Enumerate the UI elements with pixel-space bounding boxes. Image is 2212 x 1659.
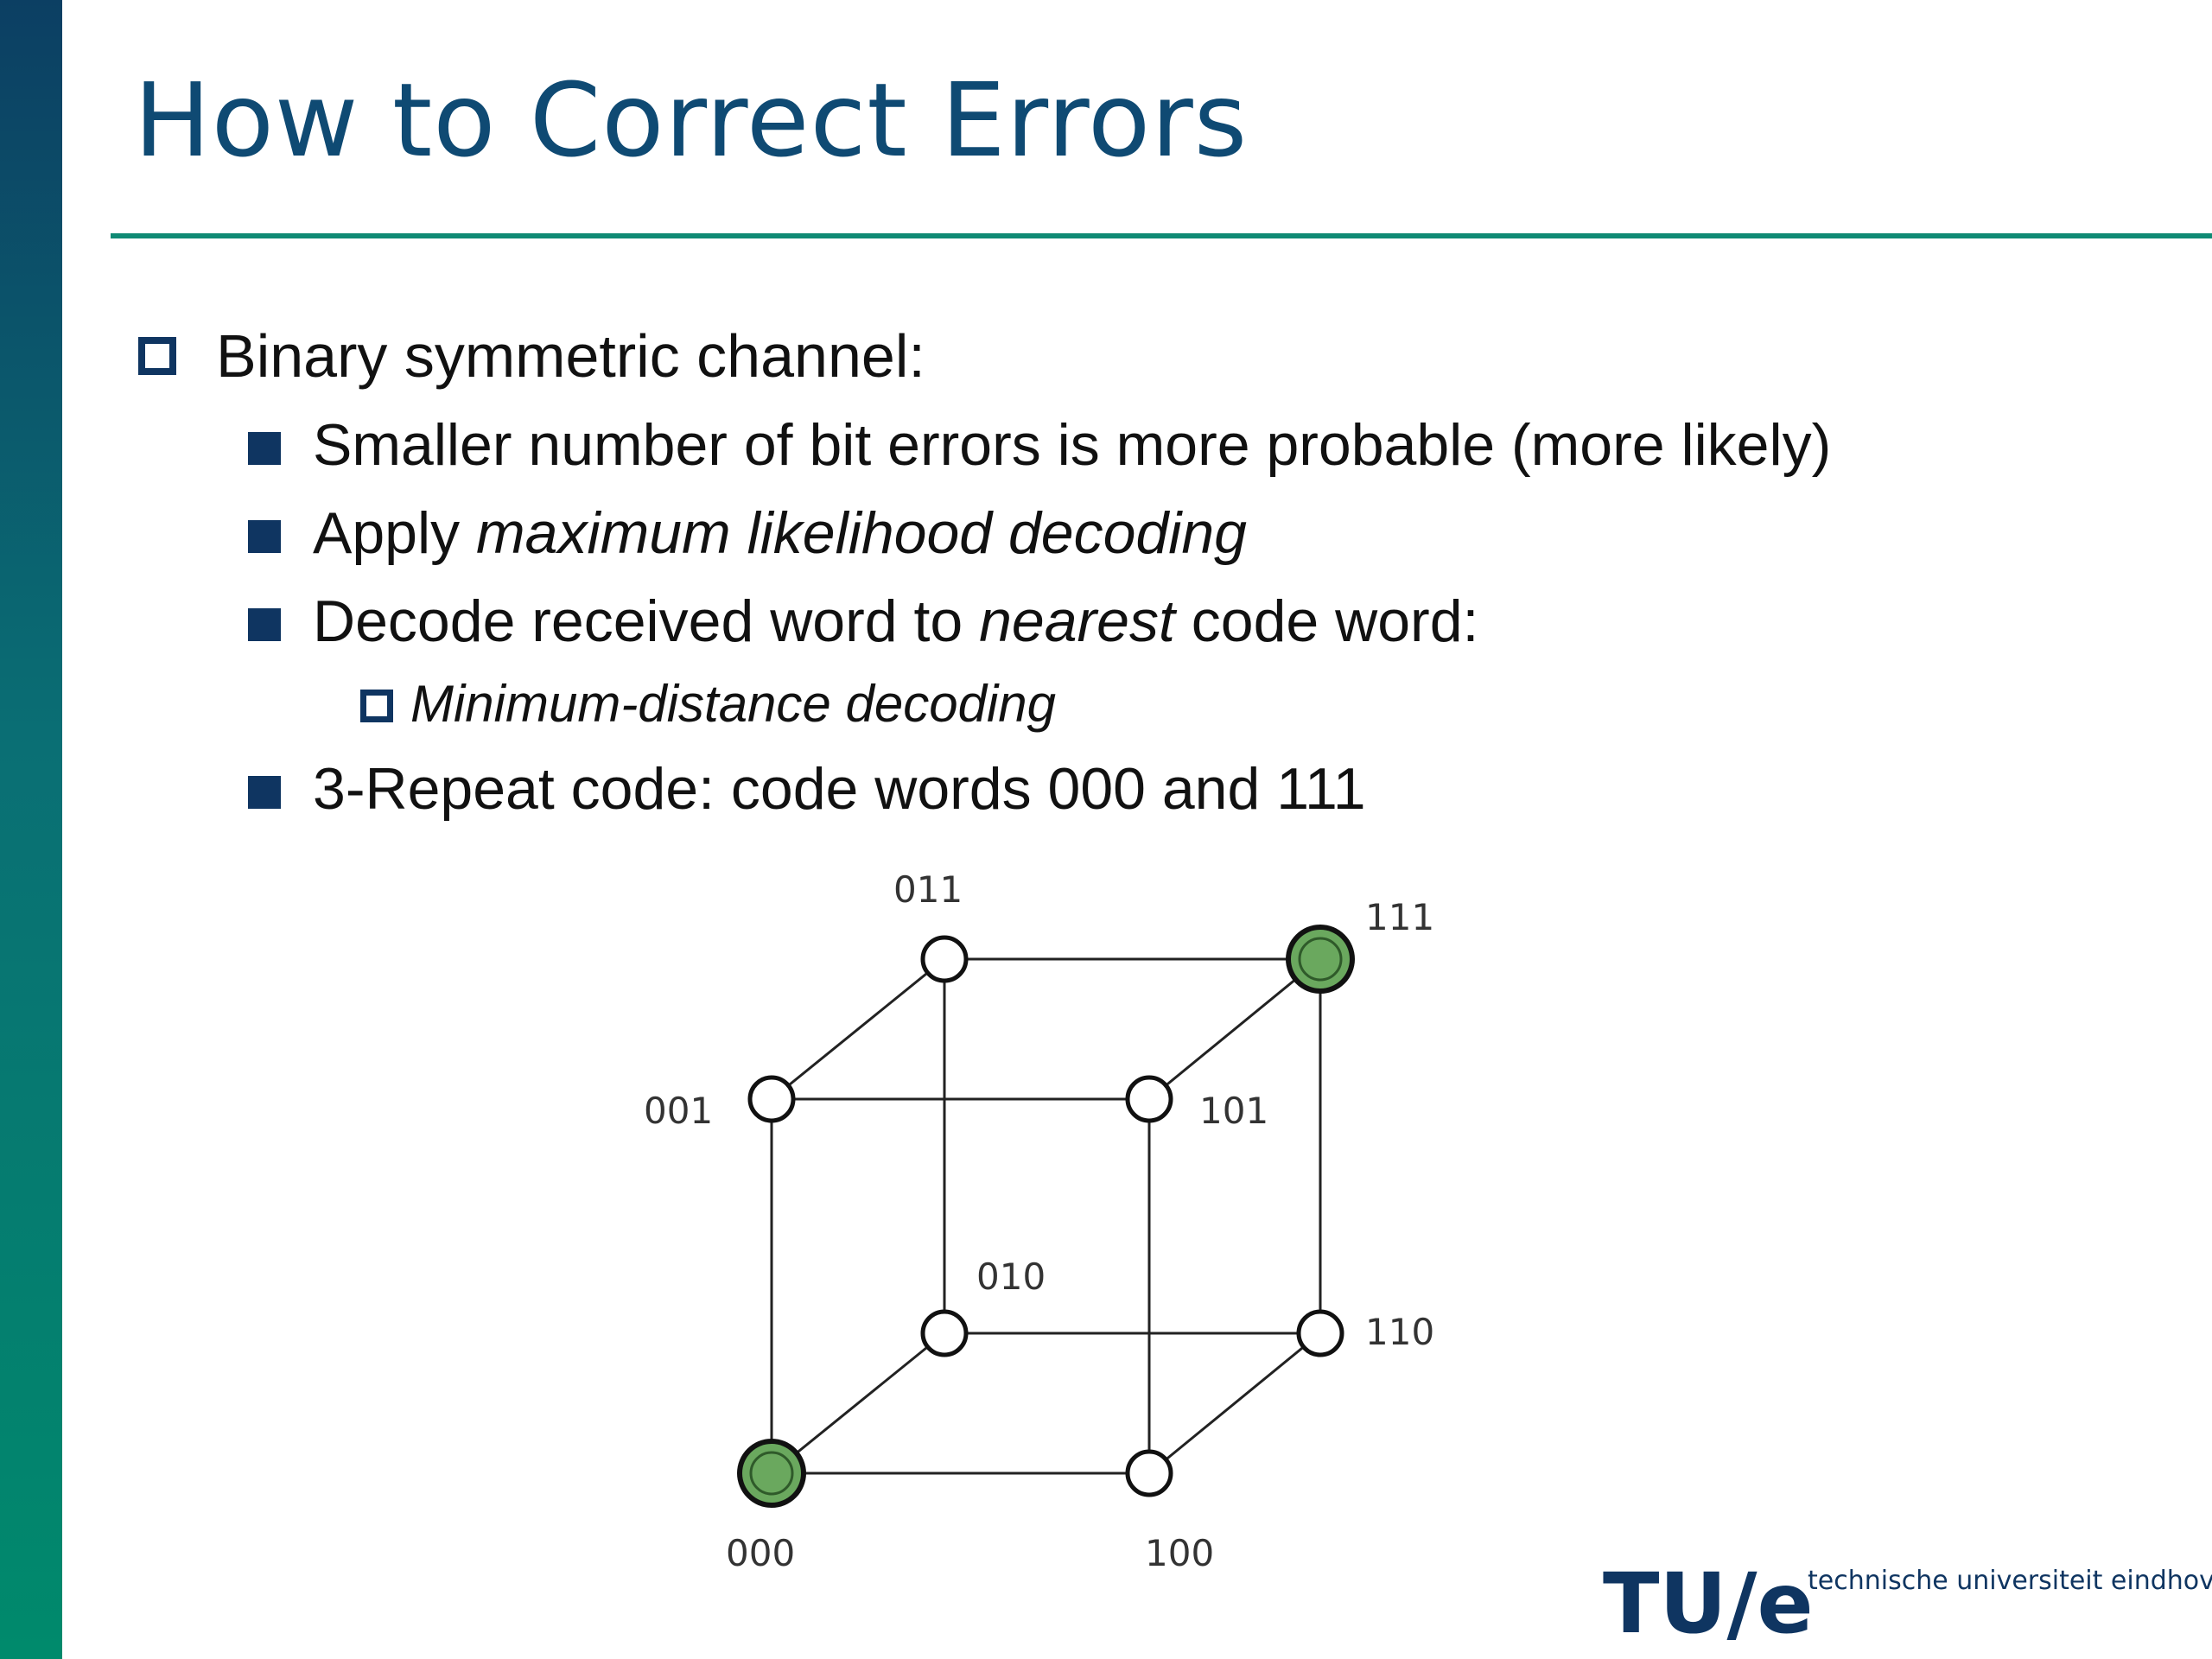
bullet-smaller-number-of-errors: Smaller number of bit errors is more pro…	[313, 412, 1832, 478]
codeword-node-111	[1286, 925, 1355, 994]
label-010: 010	[976, 1255, 1046, 1298]
edge-100-110	[1148, 1332, 1321, 1475]
node-001	[747, 1075, 796, 1123]
label-100: 100	[1145, 1532, 1214, 1574]
label-000: 000	[726, 1532, 795, 1574]
label-101: 101	[1199, 1090, 1268, 1132]
node-110	[1296, 1309, 1344, 1357]
emphasis-text: nearest	[979, 588, 1175, 654]
filled-square-bullet-icon	[248, 608, 281, 641]
bullet-text: Apply	[313, 500, 476, 566]
codeword-node-000	[737, 1439, 806, 1508]
edge-000-010	[771, 1332, 945, 1475]
node-101	[1125, 1075, 1173, 1123]
edge-101-111	[1148, 957, 1321, 1101]
hollow-square-bullet-icon	[138, 337, 176, 375]
cube-edges	[770, 957, 1322, 1475]
bullet-3-repeat-code: 3-Repeat code: code words 000 and 111	[313, 756, 1366, 822]
sidebar-band	[0, 0, 62, 1659]
bullet-text: code word:	[1174, 588, 1479, 654]
hollow-square-bullet-icon	[360, 690, 393, 722]
node-011	[920, 935, 969, 983]
bullet-decode-nearest: Decode received word to nearest code wor…	[313, 588, 1478, 655]
institution-name: technische universiteit eindhoven	[1808, 1566, 2212, 1596]
filled-square-bullet-icon	[248, 520, 281, 553]
slide-title: How to Correct Errors	[134, 60, 1249, 180]
filled-square-bullet-icon	[248, 776, 281, 809]
node-010	[920, 1309, 969, 1357]
bullet-apply-ml-decoding: Apply maximum likelihood decoding	[313, 499, 1247, 567]
label-001: 001	[644, 1090, 713, 1132]
filled-square-bullet-icon	[248, 432, 281, 465]
title-divider	[111, 233, 2212, 238]
label-111: 111	[1365, 896, 1434, 938]
emphasis-text: maximum likelihood decoding	[476, 500, 1248, 566]
bullet-minimum-distance-decoding: Minimum-distance decoding	[410, 675, 1057, 733]
edge-001-011	[771, 957, 945, 1101]
node-100	[1125, 1449, 1173, 1497]
bullet-binary-symmetric-channel: Binary symmetric channel:	[216, 322, 925, 390]
bullet-text: Decode received word to	[313, 588, 980, 654]
label-110: 110	[1365, 1311, 1434, 1353]
label-011: 011	[893, 868, 963, 911]
tue-logo: TU/e	[1603, 1555, 1814, 1652]
